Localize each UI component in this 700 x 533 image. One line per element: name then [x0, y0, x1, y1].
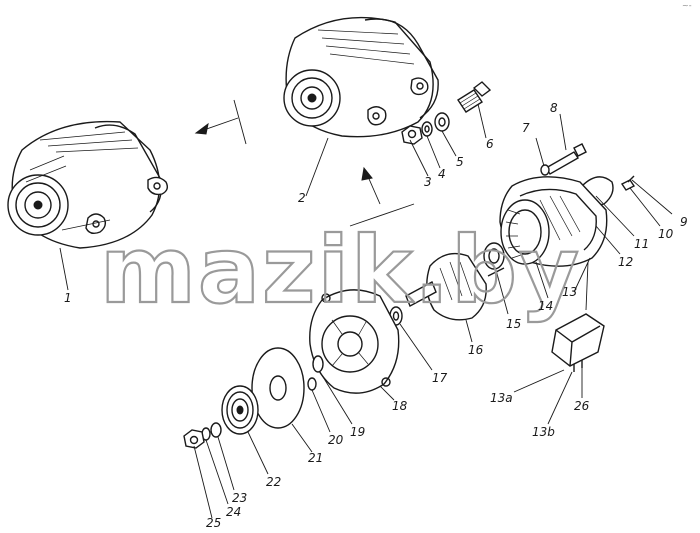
callout-6: 6	[486, 137, 494, 151]
callout-26: 26	[574, 399, 590, 413]
callout-14: 14	[538, 299, 553, 313]
rotor-16	[405, 252, 505, 321]
callout-18: 18	[392, 399, 408, 413]
alternator-assembled-left	[7, 120, 169, 249]
callout-8: 8	[550, 101, 558, 115]
callout-3: 3	[424, 175, 432, 189]
voltage-regulator-13	[551, 313, 605, 372]
washer-19	[312, 355, 324, 373]
callout-5: 5	[456, 155, 464, 169]
callout-23: 23	[232, 491, 247, 505]
washer-5	[434, 112, 450, 132]
callout-10: 10	[658, 227, 674, 241]
washer-4	[421, 121, 433, 137]
callout-9: 9	[680, 215, 688, 229]
callout-13b: 13b	[532, 425, 555, 439]
callout-21: 21	[308, 451, 323, 465]
corner-mark: ~-	[682, 1, 692, 10]
stud-bolt-6	[457, 81, 492, 113]
bearing-15	[483, 242, 505, 270]
washer-20	[307, 377, 317, 391]
front-cover-18	[309, 289, 400, 394]
callout-22: 22	[266, 475, 281, 489]
washer-23	[210, 422, 222, 438]
callout-17: 17	[432, 371, 448, 385]
callout-25: 25	[206, 516, 221, 530]
alternator-assembled-top	[283, 16, 439, 138]
stator-14	[500, 199, 550, 265]
callout-12: 12	[618, 255, 633, 269]
callout-2: 2	[298, 191, 306, 205]
callout-19: 19	[350, 425, 365, 439]
callout-4: 4	[438, 167, 446, 181]
pulley-22	[221, 385, 259, 435]
callout-labels: 1 2 3 4 5 6 7 8 9 10 11 12 13 13a 13b 14…	[64, 101, 688, 530]
callout-20: 20	[328, 433, 344, 447]
nut-25	[183, 429, 205, 449]
callout-13: 13	[562, 285, 577, 299]
callout-1: 1	[64, 291, 72, 305]
callout-7: 7	[522, 121, 530, 135]
callout-16: 16	[468, 343, 484, 357]
nut-3	[401, 125, 423, 145]
callout-11: 11	[634, 237, 649, 251]
exploded-view-arrow	[349, 166, 415, 227]
callout-24: 24	[226, 505, 241, 519]
watermark: mazik.by	[100, 217, 581, 324]
callout-15: 15	[506, 317, 521, 331]
screw-10	[620, 175, 636, 191]
assembly-arrow	[194, 99, 247, 145]
leader-lines	[59, 103, 673, 519]
washer-7	[540, 164, 550, 176]
callout-13a: 13a	[490, 391, 513, 405]
fan-21	[251, 347, 305, 429]
